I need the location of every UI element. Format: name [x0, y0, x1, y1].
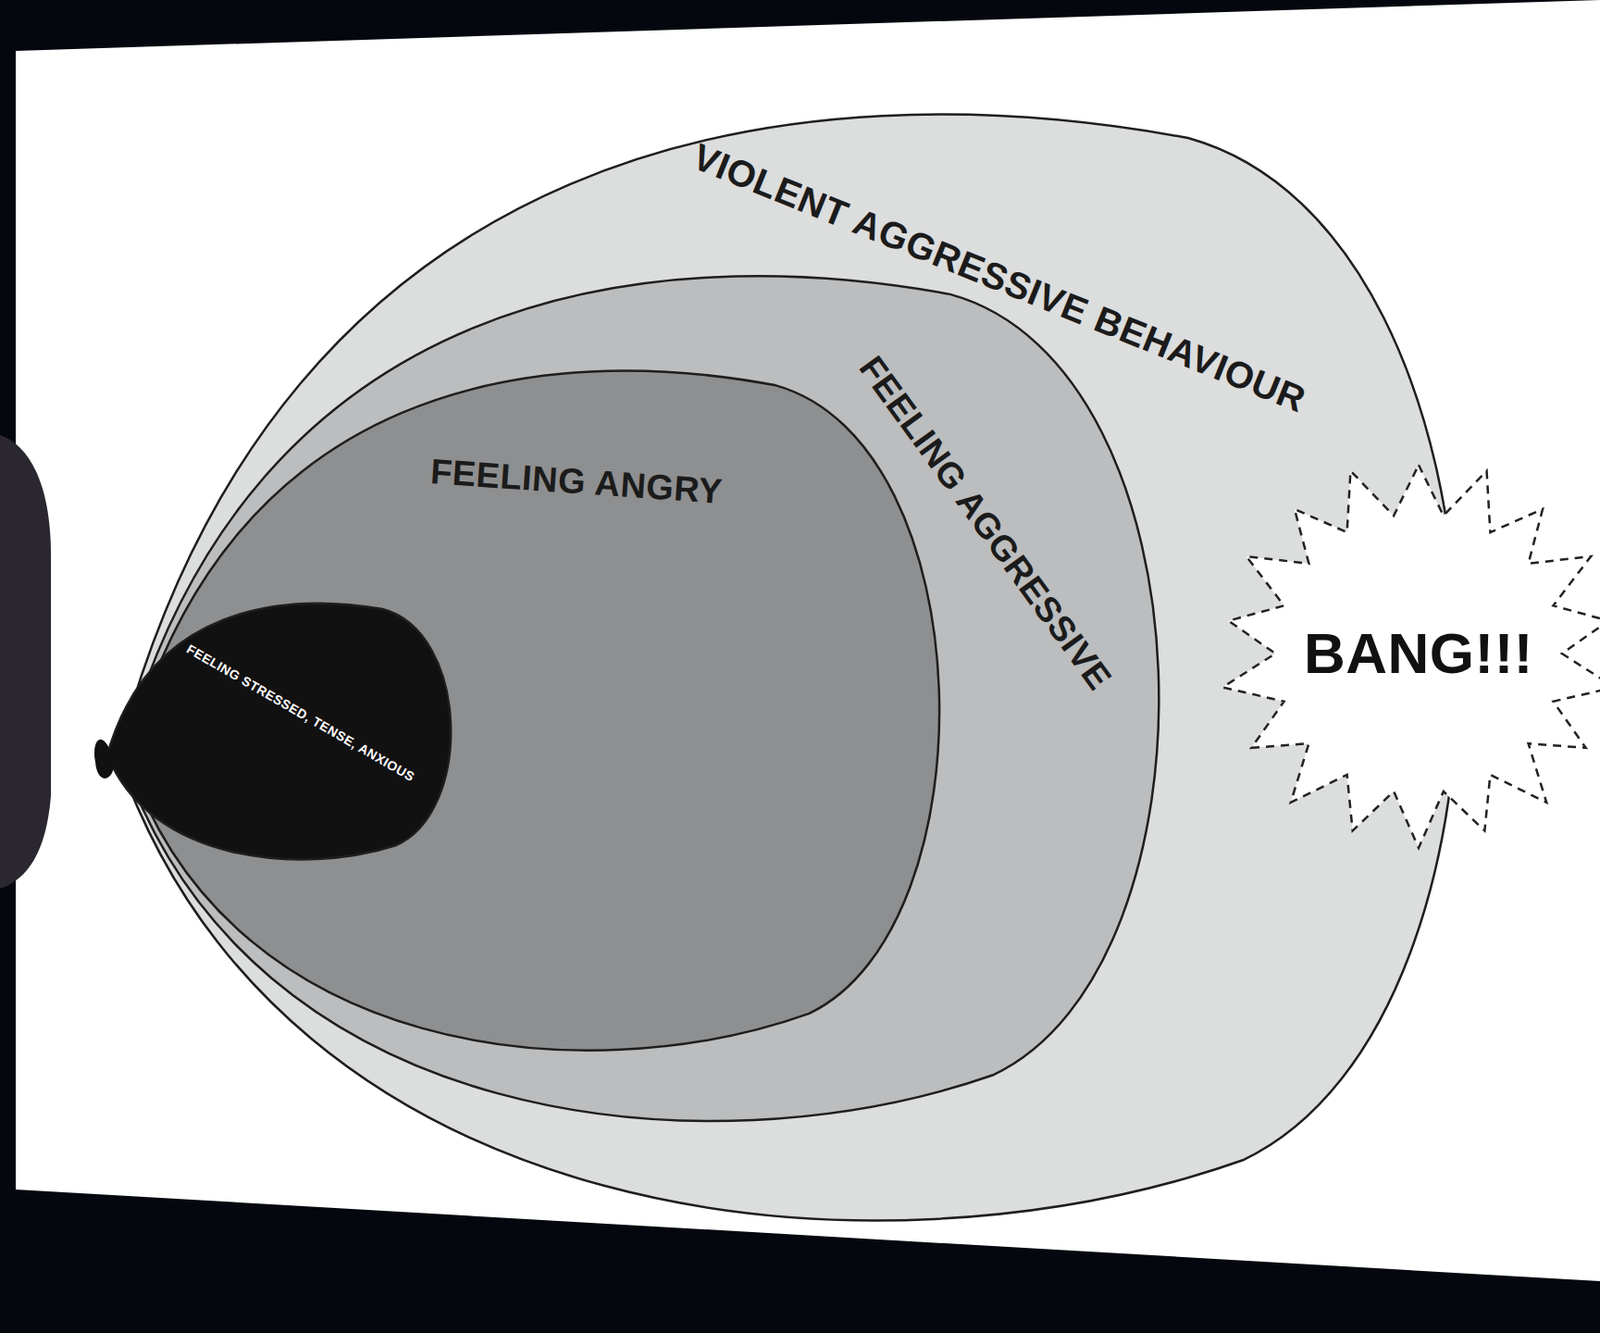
inner-balloon-layer: FEELING STRESSED, TENSE, ANXIOUSFEELING …: [127, 341, 959, 1072]
core-balloon: FEELING STRESSED, TENSE, ANXIOUS: [107, 592, 459, 868]
balloon-outline: [107, 592, 459, 868]
presenter-arm: [0, 434, 51, 889]
middle-balloon-layer: FEELING STRESSED, TENSE, ANXIOUSFEELING …: [122, 239, 1184, 1148]
starburst-shape: [1222, 464, 1600, 848]
balloon-knot: [95, 740, 113, 778]
bang-starburst: BANG!!!: [1219, 458, 1600, 848]
slide-sheet: [15, 0, 1600, 1281]
balloon-shape: [107, 603, 451, 859]
bang-label: BANG!!!: [1303, 624, 1534, 683]
balloon-shape: [122, 275, 1159, 1121]
